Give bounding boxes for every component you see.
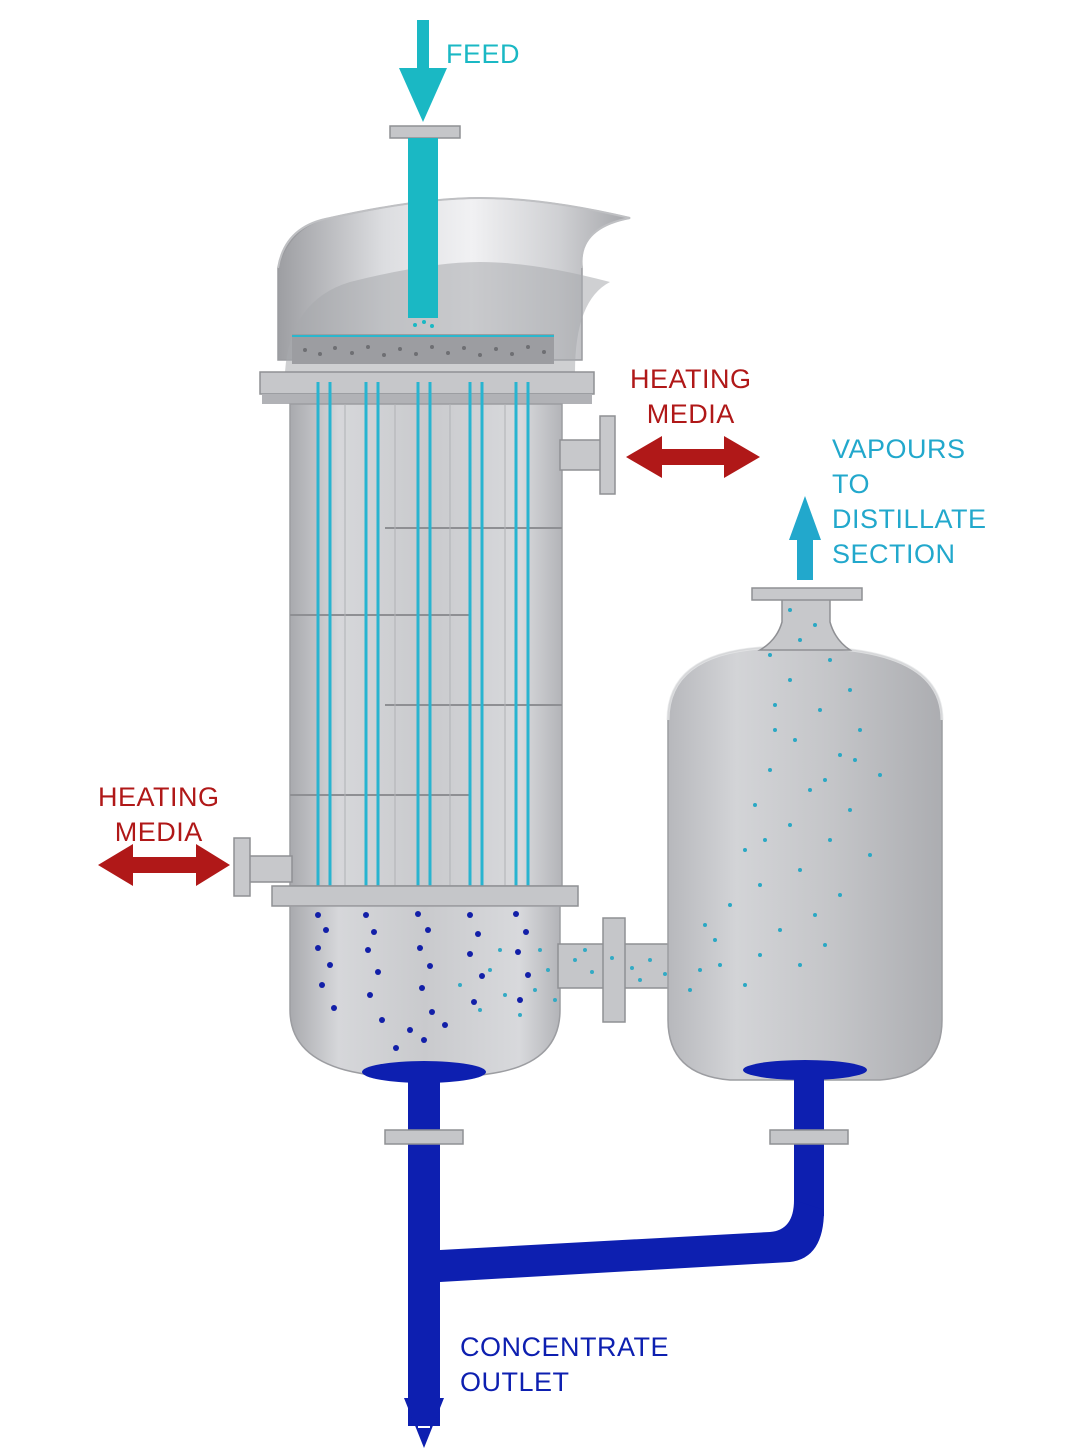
feed-label: FEED bbox=[446, 37, 520, 72]
separator-vapour-dots bbox=[688, 608, 882, 992]
distributor-plate bbox=[292, 334, 554, 364]
baffles bbox=[290, 527, 562, 796]
evaporator-outlet-opening bbox=[362, 1061, 486, 1083]
heating-media-label-right: HEATING MEDIA bbox=[630, 362, 752, 432]
vapour-connector-pipe bbox=[557, 917, 677, 1023]
vapours-line-4: SECTION bbox=[832, 539, 956, 569]
heating-arrow-left-icon bbox=[98, 844, 230, 886]
feed-pipe bbox=[389, 125, 461, 328]
heating-media-left-line-2: MEDIA bbox=[114, 817, 203, 847]
concentrate-piping bbox=[384, 1076, 849, 1426]
vapours-line-2: TO bbox=[832, 469, 871, 499]
heating-media-right-line-1: HEATING bbox=[630, 364, 752, 394]
feed-label-line: FEED bbox=[446, 39, 521, 69]
heating-media-label-left: HEATING MEDIA bbox=[98, 780, 220, 850]
separator-body bbox=[667, 647, 943, 1081]
separator-outlet-opening bbox=[743, 1060, 867, 1080]
outlet-arrow-icon bbox=[404, 1398, 444, 1448]
heating-nozzle-right bbox=[559, 439, 603, 471]
heating-arrow-right-icon bbox=[626, 436, 760, 478]
concentrate-droplets bbox=[315, 911, 531, 1051]
heating-nozzle-left bbox=[247, 855, 293, 883]
feed-arrow-icon bbox=[399, 20, 447, 122]
vapours-line-1: VAPOURS bbox=[832, 434, 966, 464]
heating-media-left-line-1: HEATING bbox=[98, 782, 220, 812]
vapours-label: VAPOURS TO DISTILLATE SECTION bbox=[832, 432, 987, 572]
concentrate-outlet-label: CONCENTRATE OUTLET bbox=[460, 1330, 669, 1400]
concentrate-line-1: CONCENTRATE bbox=[460, 1332, 670, 1362]
vapours-line-3: DISTILLATE bbox=[832, 504, 987, 534]
main-evaporator bbox=[233, 196, 631, 1083]
vapour-separator bbox=[666, 587, 944, 1081]
vapour-arrow-icon bbox=[789, 496, 821, 580]
bottom-flange bbox=[271, 885, 579, 907]
heat-exchange-tubes bbox=[316, 382, 530, 905]
bottom-head bbox=[289, 905, 561, 1079]
separator-top-nozzle bbox=[757, 597, 853, 651]
vapour-dots-lower bbox=[458, 948, 557, 1017]
distributor-holes bbox=[303, 345, 546, 357]
top-flange bbox=[259, 371, 595, 395]
heating-media-right-line-2: MEDIA bbox=[646, 399, 735, 429]
concentrate-line-2: OUTLET bbox=[460, 1367, 570, 1397]
